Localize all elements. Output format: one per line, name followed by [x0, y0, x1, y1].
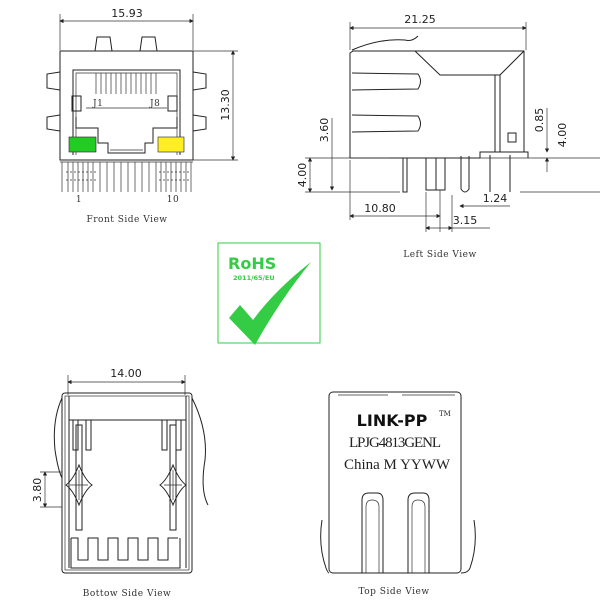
small-square — [507, 132, 517, 143]
width-dimension: 15.93 — [111, 7, 143, 20]
body-outline — [349, 50, 525, 159]
rohs-title: RoHS — [228, 254, 276, 273]
pcb-pins — [390, 151, 529, 193]
dim-1-24: 1.24 — [483, 192, 508, 205]
bottom-pins — [60, 161, 193, 192]
side-tabs — [46, 71, 207, 132]
bottom-view-caption: Bottow Side View — [83, 589, 172, 599]
length-dimension: 21.25 — [404, 13, 436, 26]
jack-step — [75, 117, 178, 154]
shield-slots — [351, 72, 421, 133]
housing-outline — [59, 50, 194, 161]
dim-3-80: 3.80 — [31, 478, 44, 503]
mounting-pegs — [65, 463, 187, 507]
dim-4-00-left: 4.00 — [296, 163, 309, 188]
left-side-view: 21.25 4.00 3.60 10.80 3.15 1.24 0.85 4.0… — [296, 13, 600, 260]
contacts — [86, 73, 167, 109]
led-yellow — [157, 136, 185, 153]
trademark: TM — [439, 410, 451, 418]
height-dimension: 13.30 — [219, 89, 232, 121]
front-view-caption: Front Side View — [87, 215, 168, 225]
shield-springs — [53, 397, 209, 506]
rohs-badge: RoHS 2011/65/EU — [217, 242, 321, 345]
dim-3-15: 3.15 — [453, 214, 478, 227]
check-icon — [229, 262, 311, 345]
pin-number-10: 10 — [167, 195, 179, 205]
shield-spring — [351, 35, 419, 51]
brand-logo: LINK-PP — [357, 411, 428, 430]
top-side-view: LINK-PP TM LPJG4813GENL China M YYWW Top… — [320, 391, 476, 597]
dim-3-60: 3.60 — [318, 118, 331, 143]
dim-0-85: 0.85 — [533, 108, 546, 133]
left-view-caption: Left Side View — [403, 250, 476, 260]
rohs-directive: 2011/65/EU — [233, 274, 275, 282]
pin-label-j8: J8 — [149, 99, 160, 109]
pin-label-j1: J1 — [92, 99, 103, 109]
jack-opening — [72, 69, 181, 155]
top-view-caption: Top Side View — [358, 587, 429, 597]
top-slots — [361, 492, 430, 573]
top-tabs — [94, 36, 158, 52]
dim-10-80: 10.80 — [364, 202, 396, 215]
dim-4-00-right: 4.00 — [556, 123, 569, 148]
bottom-side-view: 14.00 3.80 Bottow Side View — [31, 367, 209, 599]
date-marking: China M YYWW — [344, 457, 451, 473]
pin-fingers — [70, 537, 181, 569]
pin-number-1: 1 — [76, 195, 82, 205]
led-green — [68, 136, 97, 153]
front-side-view: 15.93 J1 J8 1 10 13.30 Front Side View — [46, 7, 238, 225]
part-number: LPJG4813GENL — [349, 435, 441, 451]
width-dimension: 14.00 — [110, 367, 142, 380]
